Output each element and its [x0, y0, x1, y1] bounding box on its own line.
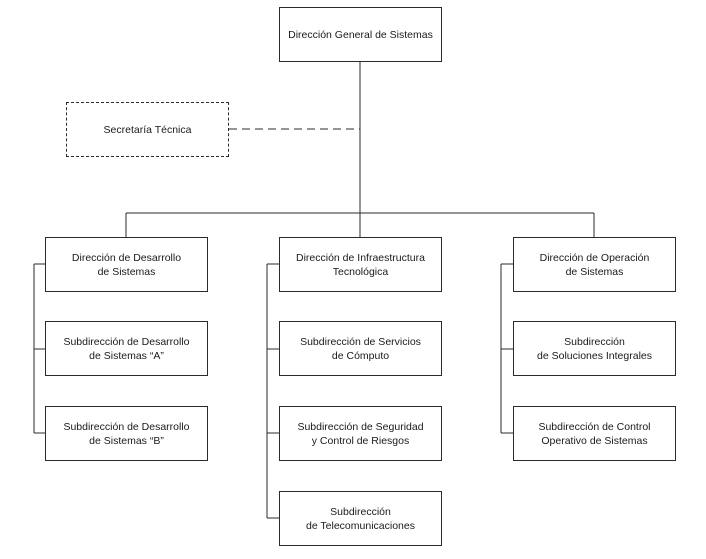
subdireccion-seguridad-label: Subdirección de Seguridad y Control de R…: [297, 420, 424, 447]
direccion-operacion-label: Dirección de Operación de Sistemas: [539, 251, 650, 278]
subdireccion-seguridad-box: Subdirección de Seguridad y Control de R…: [279, 406, 442, 461]
subdireccion-telecomunicaciones-box: Subdirección de Telecomunicaciones: [279, 491, 442, 546]
subdireccion-telecomunicaciones-label: Subdirección de Telecomunicaciones: [306, 505, 415, 532]
subdireccion-servicios-computo-label: Subdirección de Servicios de Cómputo: [300, 335, 421, 362]
subdireccion-control-operativo-box: Subdirección de Control Operativo de Sis…: [513, 406, 676, 461]
secretaria-tecnica-box: Secretaría Técnica: [66, 102, 229, 157]
subdireccion-desarrollo-b-label: Subdirección de Desarrollo de Sistemas “…: [63, 420, 190, 447]
subdireccion-soluciones-box: Subdirección de Soluciones Integrales: [513, 321, 676, 376]
subdireccion-control-operativo-label: Subdirección de Control Operativo de Sis…: [538, 420, 651, 447]
subdireccion-servicios-computo-box: Subdirección de Servicios de Cómputo: [279, 321, 442, 376]
direccion-infraestructura-label: Dirección de Infraestructura Tecnológica: [296, 251, 425, 278]
subdireccion-soluciones-label: Subdirección de Soluciones Integrales: [537, 335, 652, 362]
direccion-desarrollo-box: Dirección de Desarrollo de Sistemas: [45, 237, 208, 292]
director-general-label: Dirección General de Sistemas: [288, 28, 433, 41]
direccion-infraestructura-box: Dirección de Infraestructura Tecnológica: [279, 237, 442, 292]
direccion-operacion-box: Dirección de Operación de Sistemas: [513, 237, 676, 292]
subdireccion-desarrollo-a-label: Subdirección de Desarrollo de Sistemas “…: [63, 335, 190, 362]
direccion-desarrollo-label: Dirección de Desarrollo de Sistemas: [71, 251, 182, 278]
secretaria-tecnica-label: Secretaría Técnica: [103, 123, 192, 136]
subdireccion-desarrollo-a-box: Subdirección de Desarrollo de Sistemas “…: [45, 321, 208, 376]
subdireccion-desarrollo-b-box: Subdirección de Desarrollo de Sistemas “…: [45, 406, 208, 461]
director-general-box: Dirección General de Sistemas: [279, 7, 442, 62]
